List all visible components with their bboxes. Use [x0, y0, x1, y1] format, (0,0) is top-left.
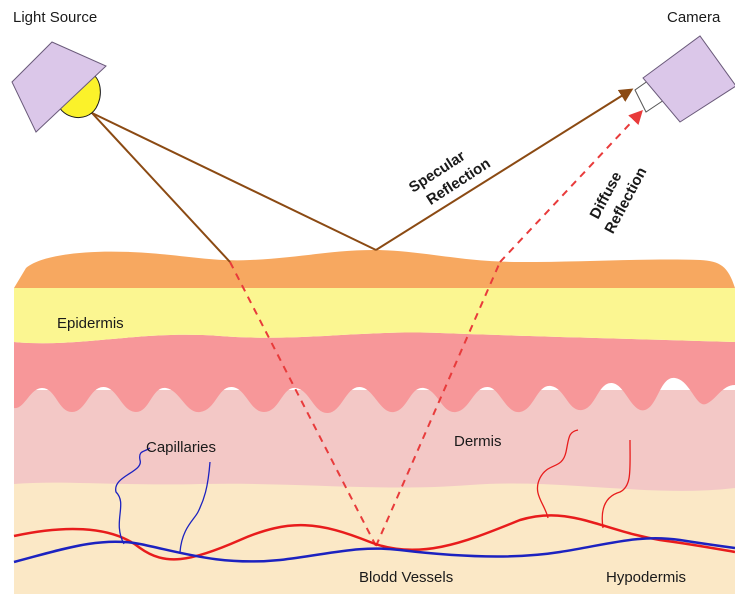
specular-incident-ray [92, 113, 376, 250]
epidermis-label: Epidermis [57, 315, 124, 332]
incident-ray-into-skin [92, 113, 230, 262]
dermis-label: Dermis [454, 433, 502, 450]
camera-body [643, 36, 735, 122]
capillaries-label: Capillaries [146, 439, 216, 456]
skin-surface [14, 250, 735, 288]
specular-reflected-ray [376, 90, 631, 250]
specular-reflection-label: Specular Reflection [406, 138, 494, 213]
light-source-device [12, 42, 106, 132]
camera-device [635, 36, 735, 122]
light-source-label: Light Source [13, 9, 97, 26]
diffuse-reflection-label: Diffuse Reflection [584, 155, 651, 236]
hypodermis-label: Hypodermis [606, 569, 686, 586]
blood-vessels-label: Blodd Vessels [359, 569, 453, 586]
camera-label: Camera [667, 9, 721, 26]
dermis-lower-layer [14, 390, 735, 491]
